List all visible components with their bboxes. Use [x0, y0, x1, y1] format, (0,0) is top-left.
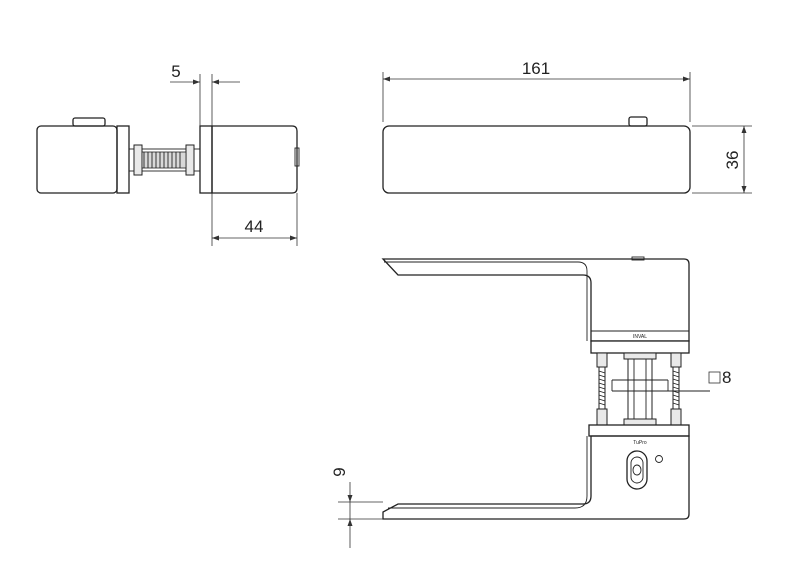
upper-rose-marking: INVAL [633, 334, 647, 340]
release-pin [655, 455, 663, 463]
left-top-screw-cap [72, 117, 106, 127]
lower-left-nut [596, 408, 608, 426]
square-symbol [708, 371, 721, 384]
spring-coils [143, 152, 181, 168]
dimension-rose-depth: 44 [245, 217, 264, 236]
lower-right-nut [670, 408, 682, 426]
upper-lever-bevel [384, 261, 588, 341]
lower-rose-marking: TuPro [633, 440, 647, 446]
left-handle-block [36, 125, 118, 194]
side-view: 5 44 [36, 62, 300, 246]
right-spindle-nut [185, 144, 195, 176]
dimension-height: 36 [723, 151, 742, 170]
left-rose-plate [116, 125, 130, 194]
keyhole [632, 464, 642, 476]
dimension-length: 161 [522, 59, 550, 78]
right-rose-plate [199, 125, 213, 194]
upper-rose-plate [590, 340, 690, 354]
right-end-detail [294, 147, 300, 167]
left-spindle-nut [133, 144, 143, 176]
lower-lever-bevel [388, 436, 588, 509]
right-handle-block [211, 125, 298, 194]
dimension-rose-spacing: 5 [171, 62, 180, 81]
dimension-spindle: 8 [722, 368, 731, 387]
lower-rose-plate [588, 424, 690, 437]
front-view: INVAL 8 TuPro [330, 256, 731, 548]
upper-right-nut [670, 352, 682, 368]
lock-cylinder [626, 450, 648, 490]
lever-top-outline [382, 125, 691, 194]
dimension-lever-thickness: 9 [330, 467, 349, 476]
top-view: 161 36 [382, 59, 752, 194]
upper-lever-outline [381, 258, 690, 342]
top-screw-cap [628, 116, 648, 127]
lower-lever-outline [382, 435, 690, 520]
upper-left-nut [596, 352, 608, 368]
